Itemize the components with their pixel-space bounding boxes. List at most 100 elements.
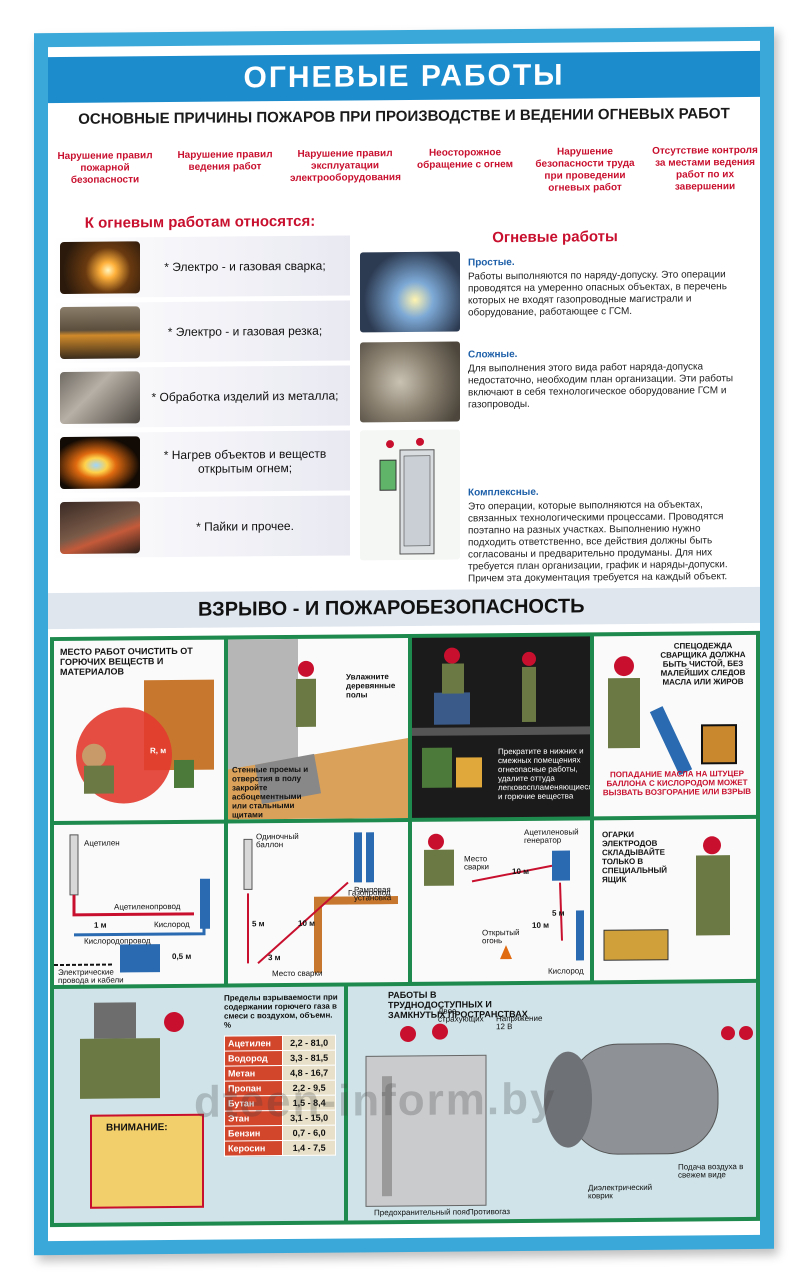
pipeline-distances-illustration (54, 834, 210, 973)
welding-place-label: Место сварки (272, 968, 323, 979)
cause-item: Нарушение правил пожарной безопасности (57, 150, 153, 186)
gas-range: 1,4 - 7,5 (282, 1140, 336, 1156)
complex-work-text: Для выполнения этого вида работ наряда-д… (468, 361, 734, 411)
metalwork-photo (60, 371, 140, 425)
single-cylinder-label: Одиночный баллон (256, 831, 299, 850)
simple-work-title: Простые. (468, 257, 515, 269)
clean-workwear-panel: СПЕЦОДЕЖДА СВАРЩИКА ДОЛЖНА БЫТЬ ЧИСТОЙ, … (594, 634, 756, 817)
poster-board: ОГНЕВЫЕ РАБОТЫ ОСНОВНЫЕ ПРИЧИНЫ ПОЖАРОВ … (34, 26, 774, 1256)
open-fire-label: Открытый огонь (482, 927, 520, 946)
complex-work-photo (360, 341, 460, 423)
clear-workplace-panel: МЕСТО РАБОТ ОЧИСТИТЬ ОТ ГОРЮЧИХ ВЕЩЕСТВ … (54, 639, 224, 822)
confined-space-illustration (365, 1023, 753, 1207)
stop-adjacent-work-panel: Прекратите в нижних и смежных помещениях… (412, 636, 590, 818)
warning-title: ВНИМАНИЕ: (106, 1122, 168, 1134)
simple-work-block: Простые. Работы выполняются по наряду-до… (468, 255, 748, 319)
watermark: dteen-inform.by (194, 1074, 557, 1127)
hot-work-types-panel: К огневым работам относятся: * Электро -… (50, 212, 350, 575)
hot-work-types-heading: К огневым работам относятся: (84, 212, 316, 232)
weld-place-label: Место сварки (464, 854, 490, 872)
work-item-label: * Электро - и газовая резка; (167, 323, 323, 340)
cause-item: Отсутствие контроля за местами ведения р… (652, 144, 758, 193)
gas-range: 2,2 - 81,0 (282, 1035, 336, 1051)
distance-5m: 5 м (252, 919, 265, 929)
combined-work-text: Это операции, которые выполняются на объ… (468, 499, 728, 585)
safety-belt-label: Предохранительный пояс (374, 1207, 470, 1218)
warning-box: ВНИМАНИЕ: (90, 1113, 204, 1209)
cause-item: Нарушение безопасности труда при проведе… (535, 146, 635, 194)
work-item: * Обработка изделий из металла; (50, 365, 350, 429)
soldering-photo (60, 501, 140, 555)
explosion-limits-title: Пределы взрываемости при содержании горю… (224, 992, 338, 1030)
combined-work-title: Комплексные. (468, 486, 539, 499)
stop-adjacent-work-label: Прекратите в нижних и смежных помещениях… (498, 746, 590, 802)
generator-distances-panel: Ацетиленовый генератор Место сварки 10 м… (412, 820, 590, 982)
complex-work-title: Сложные. (468, 349, 518, 361)
distance-10m-a: 10 м (512, 866, 530, 877)
gas-mask-label: Противогаз (468, 1207, 510, 1217)
distance-10m-b: 10 м (532, 920, 550, 930)
moisten-floor-illustration (228, 638, 408, 820)
clean-workwear-illustration (608, 656, 737, 776)
hot-work-categories-panel: Огневые работы Простые. Работы выполняют… (360, 227, 750, 584)
electrode-stubs-illustration (603, 836, 730, 961)
work-item-label: * Пайки и прочее. (196, 518, 294, 534)
generator-distances-illustration (424, 833, 584, 961)
voltage-label: Напряжение 12 В (496, 1013, 543, 1032)
complex-work-block: Сложные. Для выполнения этого вида работ… (468, 347, 748, 411)
work-item: * Электро - и газовая резка; (50, 300, 350, 364)
electrode-stubs-panel: ОГАРКИ ЭЛЕКТРОДОВ СКЛАДЫВАЙТЕ ТОЛЬКО В С… (594, 818, 756, 981)
welder-mask-illustration (80, 1002, 184, 1099)
confined-space-panel: РАБОТЫ В ТРУДНОДОСТУПНЫХ И ЗАМКНУТЫХ ПРО… (348, 982, 756, 1221)
oxygen-label: Кислород (154, 919, 190, 930)
combined-work-diagram (360, 429, 460, 561)
combined-work-block: Комплексные. Это операции, которые выпол… (468, 485, 748, 585)
poster-title: ОГНЕВЫЕ РАБОТЫ (48, 50, 760, 104)
simple-work-text: Работы выполняются по наряду-допуску. Эт… (468, 269, 727, 319)
cause-item: Нарушение правил эксплуатации электрообо… (290, 148, 401, 184)
clear-workplace-illustration (76, 679, 214, 804)
dielectric-mat-label: Диэлектрический коврик (588, 1182, 653, 1201)
gas-range: 0,7 - 6,0 (282, 1125, 336, 1141)
gas-pipe-label: Газопровод (348, 888, 391, 898)
hot-work-categories-heading: Огневые работы (492, 228, 618, 247)
welding-photo (60, 241, 140, 295)
distance-3m: 3 м (268, 953, 281, 963)
generator-label: Ацетиленовый генератор (524, 827, 579, 845)
work-item-label: * Обработка изделий из металла; (151, 388, 339, 405)
cutting-photo (60, 306, 140, 360)
oil-danger-label: ПОПАДАНИЕ МАСЛА НА ШТУЦЕР БАЛЛОНА С КИСЛ… (602, 769, 752, 798)
work-item: * Пайки и прочее. (50, 495, 350, 559)
cause-item: Нарушение правил ведения работ (177, 149, 273, 173)
work-item-label: * Нагрев объектов и веществ открытым огн… (163, 446, 327, 476)
radius-label: R, м (150, 746, 167, 756)
gas-name: Водород (224, 1050, 283, 1067)
pipeline-distances-panel: Ацетилен Ацетиленопровод Кислород Кислор… (54, 823, 224, 986)
explosion-limits-panel: Пределы взрываемости при содержании горю… (54, 986, 344, 1224)
distance-10m: 10 м (298, 918, 316, 928)
air-supply-label: Подача воздуха в свежем виде (678, 1162, 744, 1180)
gas-name: Ацетилен (224, 1035, 283, 1052)
cables-label: Электрические провода и кабели (58, 967, 124, 986)
causes-row: Нарушение правил пожарной безопасности Н… (50, 145, 760, 199)
safety-illustration-grid: МЕСТО РАБОТ ОЧИСТИТЬ ОТ ГОРЮЧИХ ВЕЩЕСТВ … (50, 630, 760, 1228)
close-openings-label: Стенные проемы и отверстия в полу закрой… (232, 764, 309, 820)
section-title-explosion-fire-safety: ВЗРЫВО - И ПОЖАРОБЕЗОПАСНОСТЬ (48, 586, 760, 630)
acetylene-label: Ацетилен (84, 838, 120, 848)
distance-05m: 0,5 м (172, 951, 192, 962)
moisten-floor-panel: Увлажните деревянные полы Стенные проемы… (228, 637, 408, 820)
cylinder-distances-panel: Одиночный баллон Рамповая установка Газо… (228, 821, 408, 984)
moisten-floor-label: Увлажните деревянные полы (346, 672, 396, 700)
open-flame-photo (60, 436, 140, 490)
distance-1m: 1 м (94, 920, 107, 930)
cause-item: Неосторожное обращение с огнем (417, 147, 513, 171)
work-item: * Нагрев объектов и веществ открытым огн… (50, 430, 350, 494)
distance-5m-b: 5 м (552, 908, 565, 918)
stop-adjacent-work-illustration (412, 647, 590, 788)
gas-range: 3,3 - 81,5 (282, 1050, 336, 1066)
simple-work-photo (360, 251, 460, 333)
